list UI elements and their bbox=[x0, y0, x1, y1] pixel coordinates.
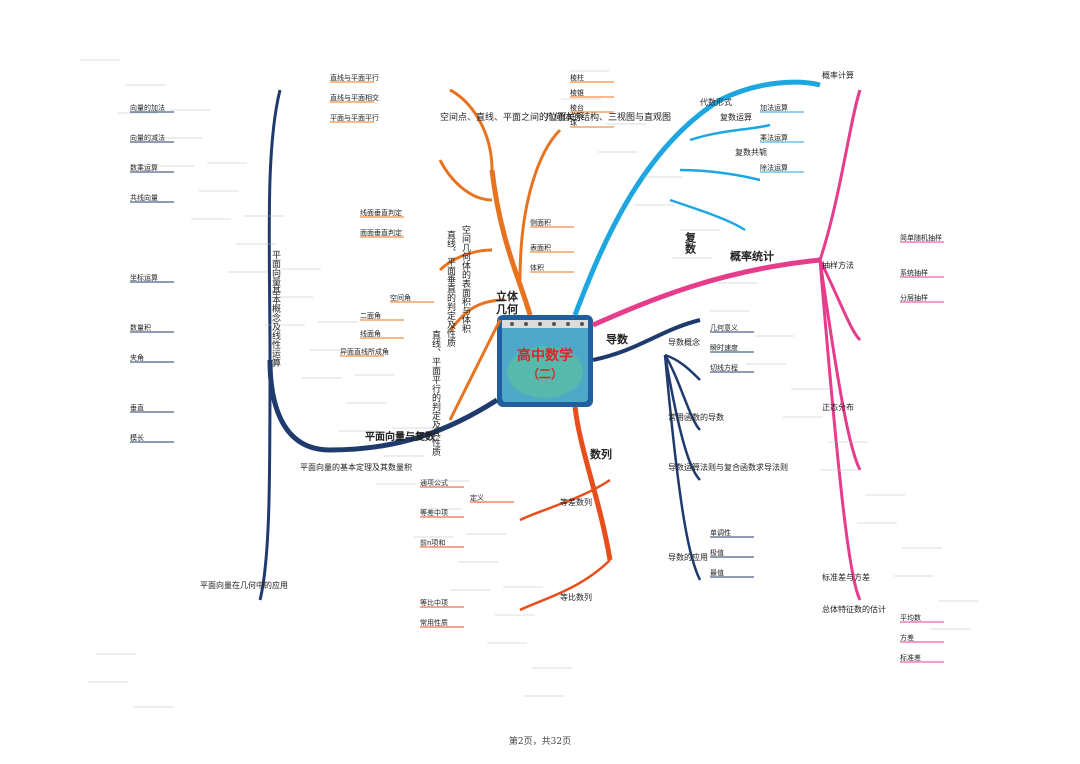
leaf-l17: 定义 bbox=[470, 493, 484, 502]
subtopic-stats-sample: 抽样方法 bbox=[822, 260, 854, 270]
leaf-l02: 直线与平面相交 bbox=[330, 93, 379, 102]
leaf-l09: 异面直线所成角 bbox=[340, 347, 389, 356]
leaf-l34: 标准差 bbox=[900, 653, 921, 662]
leaf-l27: 瞬时速度 bbox=[710, 343, 738, 352]
subtopic-complex-alg: 代数形式 bbox=[700, 97, 732, 107]
leaf-l42: 垂直 bbox=[130, 403, 144, 412]
leaf-l37: 数乘运算 bbox=[130, 163, 158, 172]
subtopic-vec-coord: 平面向量的基本定理及其数量积 bbox=[300, 462, 412, 472]
leaf-l31: 分层抽样 bbox=[900, 293, 928, 302]
leaf-l11: 棱锥 bbox=[570, 88, 584, 97]
subtopic-vec-app: 平面向量在几何中的应用 bbox=[200, 580, 288, 590]
leaf-l14: 侧面积 bbox=[530, 218, 551, 227]
leaf-l45: 乘法运算 bbox=[760, 133, 788, 142]
leaf-l22: 常用性质 bbox=[420, 618, 448, 627]
subtopic-solid-3view: 几何体的结构、三视图与直观图 bbox=[545, 111, 671, 123]
center-title: 高中数学 bbox=[517, 347, 573, 364]
subtopic-deriv-app: 导数的应用 bbox=[668, 552, 708, 562]
subtopic-complex-ops: 复数运算 bbox=[720, 112, 752, 122]
leaf-l20: 等差中项 bbox=[420, 508, 448, 517]
leaf-l40: 数量积 bbox=[130, 323, 151, 332]
subtopic-stats-feature: 总体特征数的估计 bbox=[822, 604, 886, 614]
branch-complex-label: 复数 bbox=[684, 231, 698, 255]
branch-solid-label: 立体几何 bbox=[496, 289, 519, 316]
page-footer: 第2页，共32页 bbox=[508, 737, 572, 747]
subtopic-vec-basic: 平面向量基本概念及线性运算 bbox=[270, 250, 281, 368]
branch-seq-line bbox=[572, 406, 613, 561]
subtopic-solid-pos: 空间点、直线、平面之间的位置关系 bbox=[440, 111, 584, 123]
leaf-l32: 平均数 bbox=[900, 613, 921, 622]
branch-complex-line bbox=[572, 79, 821, 316]
subtopic-deriv-rules: 导数运算法则与复合函数求导法则 bbox=[668, 462, 788, 472]
leaf-l16: 体积 bbox=[530, 263, 544, 272]
leaf-l43: 模长 bbox=[130, 433, 144, 442]
branch-stats-line bbox=[591, 257, 821, 328]
leaf-l23: 单调性 bbox=[710, 528, 731, 537]
subtopic-solid-perp: 直线、平面垂直的判定及性质 bbox=[445, 229, 456, 348]
branch-solid-line bbox=[489, 169, 533, 316]
leaf-l33: 方差 bbox=[900, 633, 914, 642]
branch-deriv-label: 导数 bbox=[606, 332, 629, 346]
leaf-l06: 空间角 bbox=[390, 293, 411, 302]
leaf-l36: 向量的减法 bbox=[130, 133, 165, 142]
leaf-l13: 球 bbox=[570, 118, 577, 127]
subtopic-seq-arith: 等差数列 bbox=[560, 497, 592, 507]
leaf-l39: 坐标运算 bbox=[130, 273, 158, 282]
leaf-l05: 面面垂直判定 bbox=[360, 228, 402, 237]
leaf-l21: 等比中项 bbox=[420, 598, 448, 607]
subtopic-solid-para: 直线、平面平行的判定及其性质 bbox=[430, 329, 441, 457]
leaf-l46: 除法运算 bbox=[760, 163, 788, 172]
branch-stats-label: 概率统计 bbox=[730, 249, 774, 263]
leaf-l30: 系统抽样 bbox=[900, 268, 928, 277]
leaf-l25: 最值 bbox=[710, 568, 724, 577]
leaf-l38: 共线向量 bbox=[130, 193, 158, 202]
subtopic-stats-prob: 概率计算 bbox=[822, 70, 854, 80]
leaf-l03: 平面与平面平行 bbox=[330, 113, 379, 122]
leaf-l41: 夹角 bbox=[130, 353, 144, 362]
leaf-l07: 二面角 bbox=[360, 311, 381, 320]
branch-deriv-line bbox=[592, 318, 701, 362]
leaf-l35: 向量的加法 bbox=[130, 103, 165, 112]
leaf-l10: 棱柱 bbox=[570, 73, 584, 82]
subtopic-deriv-calc: 常用函数的导数 bbox=[668, 412, 724, 422]
leaf-l19: 前n项和 bbox=[420, 538, 445, 547]
leaf-l12: 棱台 bbox=[570, 103, 584, 112]
branch-vector-label: 平面向量与复数 bbox=[365, 430, 436, 443]
leaf-l44: 加法运算 bbox=[760, 103, 788, 112]
leaf-l29: 简单随机抽样 bbox=[900, 233, 942, 242]
subtopic-complex-conj: 复数共轭 bbox=[735, 147, 767, 157]
leaf-l28: 切线方程 bbox=[710, 363, 738, 372]
branch-solid-line2: 几何 bbox=[496, 302, 518, 316]
leaf-nodes: 直线与平面平行直线与平面相交平面与平面平行线面垂直判定面面垂直判定空间角二面角线… bbox=[80, 59, 979, 708]
leaf-l15: 表面积 bbox=[530, 243, 551, 252]
leaf-l04: 线面垂直判定 bbox=[360, 208, 402, 217]
leaf-l24: 极值 bbox=[710, 548, 724, 557]
branch-vector-line bbox=[267, 359, 499, 453]
leaf-l18: 通项公式 bbox=[420, 478, 448, 487]
branch-solid-line1: 立体 bbox=[496, 289, 519, 303]
center-node: 高中数学 （二） bbox=[497, 315, 593, 407]
subtopic-deriv-concept: 导数概念 bbox=[668, 337, 700, 347]
subtopic-seq-geo: 等比数列 bbox=[560, 592, 592, 602]
subtopic-stats-std: 标准差与方差 bbox=[822, 572, 870, 582]
leaf-l26: 几何意义 bbox=[710, 323, 738, 332]
leaf-l08: 线面角 bbox=[360, 329, 381, 338]
branch-seq-label: 数列 bbox=[590, 447, 612, 461]
subtopic-solid-space: 空间几何体的表面积与体积 bbox=[460, 224, 471, 334]
subtopic-stats-dist: 正态分布 bbox=[822, 402, 854, 412]
center-subtitle: （二） bbox=[527, 366, 563, 381]
leaf-l01: 直线与平面平行 bbox=[330, 73, 379, 82]
